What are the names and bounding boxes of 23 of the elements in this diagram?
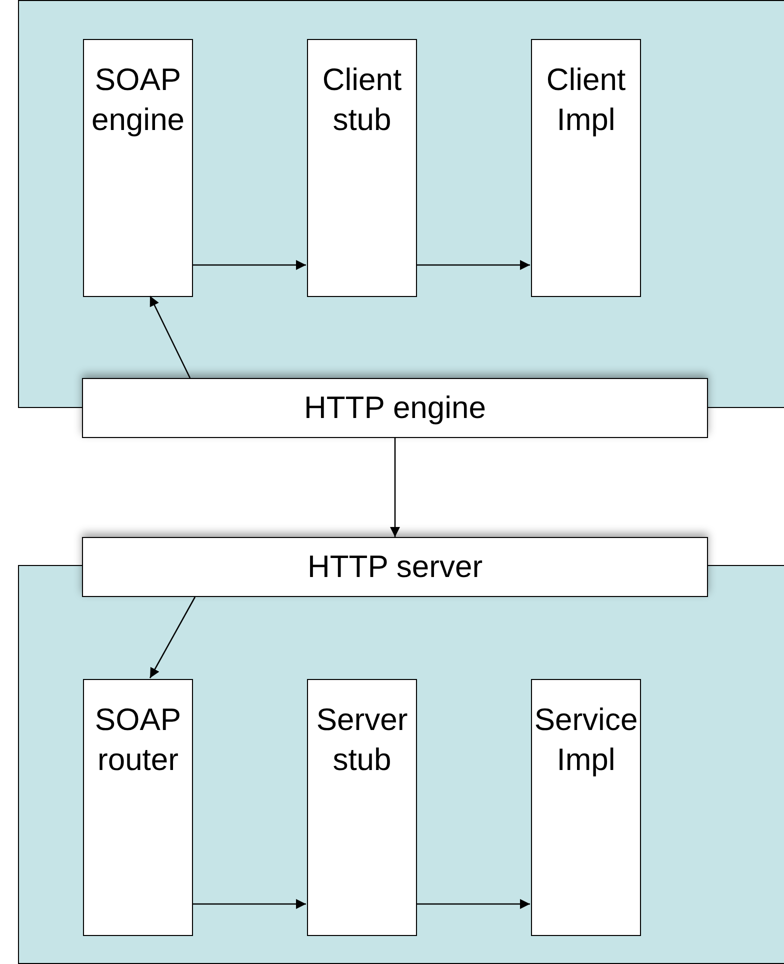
component-box xyxy=(83,679,193,936)
component-box xyxy=(531,679,641,936)
arrow xyxy=(149,296,191,378)
component-box xyxy=(82,537,708,597)
arrow xyxy=(192,899,306,909)
box-label: Client Impl xyxy=(545,61,627,139)
arrow xyxy=(416,899,530,909)
component-box xyxy=(83,39,193,297)
arrow xyxy=(192,260,306,270)
box-label: SOAP router xyxy=(94,701,182,779)
arrow xyxy=(416,260,530,270)
arrow xyxy=(390,438,400,537)
box-label: HTTP server xyxy=(307,548,483,586)
box-label: SOAP engine xyxy=(90,61,186,139)
box-label: HTTP engine xyxy=(304,389,486,427)
component-box xyxy=(307,39,417,297)
box-label: Service Impl xyxy=(533,701,639,779)
component-box xyxy=(82,378,708,438)
box-label: Client stub xyxy=(321,61,403,139)
box-label: Server stub xyxy=(315,701,409,779)
arrow xyxy=(149,596,196,678)
component-box xyxy=(307,679,417,936)
component-box xyxy=(531,39,641,297)
